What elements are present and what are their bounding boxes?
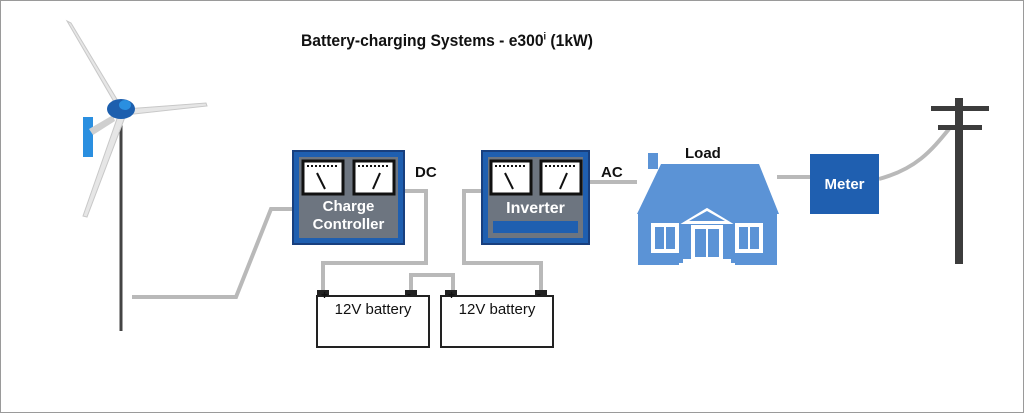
wind-turbine <box>65 19 208 331</box>
battery-1-positive: + <box>321 288 329 302</box>
inverter <box>481 150 590 245</box>
wire-inverter-in <box>462 189 543 291</box>
charge-controller-line1: Charge <box>322 198 375 215</box>
dc-label: DC <box>415 164 437 181</box>
title-superscript: i <box>543 31 547 43</box>
wire-meter-to-pole <box>878 127 951 181</box>
ac-label: AC <box>601 164 623 181</box>
utility-pole <box>931 98 989 264</box>
battery-2 <box>440 290 554 348</box>
battery-1-negative: - <box>407 287 411 301</box>
battery-2-positive: + <box>448 288 456 302</box>
meter-label: Meter <box>824 176 865 193</box>
battery-1-label: 12V battery <box>334 301 412 318</box>
charge-controller-line2: Controller <box>312 216 385 233</box>
wires <box>132 127 951 299</box>
battery-2-negative: - <box>537 287 541 301</box>
wire-battery-link <box>409 273 455 291</box>
battery-2-label: 12V battery <box>458 301 536 318</box>
diagram-title: Battery-charging Systems - e300i (1kW) <box>301 31 593 51</box>
load-label: Load <box>685 145 721 162</box>
charge-controller-label: Charge Controller <box>299 198 398 234</box>
house <box>637 153 779 266</box>
charge-controller <box>292 150 405 245</box>
wire-turbine-to-controller <box>132 207 294 299</box>
title-main: Battery-charging Systems - e300 <box>301 31 544 50</box>
battery-1 <box>316 290 430 348</box>
wire-controller-dc <box>321 189 428 291</box>
title-suffix: (1kW) <box>546 31 593 50</box>
inverter-label: Inverter <box>506 200 565 217</box>
meter <box>810 154 879 214</box>
